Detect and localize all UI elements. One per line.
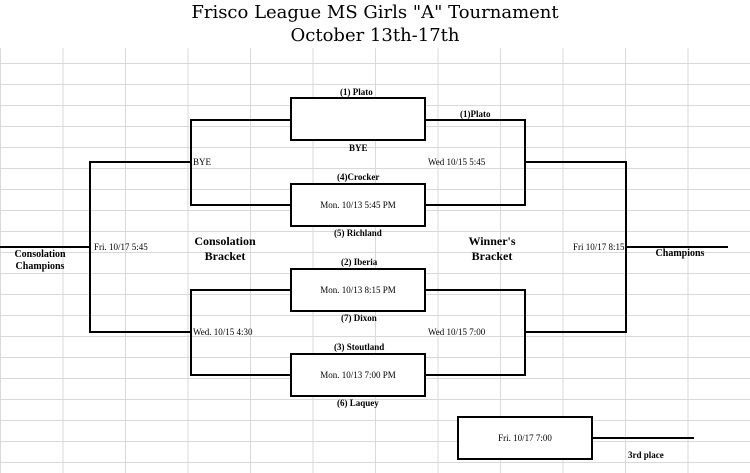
bracket-line <box>593 437 694 439</box>
bracket-line <box>524 331 627 333</box>
game-time-wed-545: Wed 10/15 5:45 <box>428 157 486 167</box>
team-plato: (1) Plato <box>340 87 373 97</box>
game-time-wed-700: Wed 10/15 7:00 <box>428 327 486 337</box>
team-stoutland: (3) Stoutland <box>334 342 385 352</box>
bracket-line <box>89 161 192 163</box>
tournament-dates: October 13th-17th <box>0 25 750 47</box>
bracket-line <box>190 204 290 206</box>
bracket-line <box>0 246 91 248</box>
game-time: Mon. 10/13 7:00 PM <box>320 370 396 380</box>
consolation-champions-label: Consolation Champions <box>14 249 66 272</box>
third-place-label: 3rd place <box>628 450 664 460</box>
team-bye-left: BYE <box>193 157 211 167</box>
game-time-wed-430: Wed. 10/15 4:30 <box>193 327 253 337</box>
team-crocker: (4)Crocker <box>337 172 380 182</box>
game-time: Mon. 10/13 5:45 PM <box>320 200 396 210</box>
team-plato-advance: (1)Plato <box>460 109 491 119</box>
game-box-plato-bye <box>290 97 426 141</box>
tournament-title: Frisco League MS Girls "A" Tournament <box>0 2 750 24</box>
game-time-fri-545: Fri. 10/17 5:45 <box>94 242 148 252</box>
team-richland: (5) Richland <box>334 228 382 238</box>
bracket-line <box>190 119 290 121</box>
team-bye: BYE <box>349 143 368 153</box>
bracket-line <box>426 374 526 376</box>
bracket-line <box>190 374 290 376</box>
consolation-bracket-heading: Consolation Bracket <box>194 234 256 263</box>
champions-label: Champions <box>655 248 705 259</box>
game-box-third-place: Fri. 10/17 7:00 <box>457 416 593 460</box>
bracket-line <box>524 161 627 163</box>
bracket-line <box>625 246 728 248</box>
game-time: Fri. 10/17 7:00 <box>498 433 552 443</box>
bracket-line <box>89 331 192 333</box>
team-iberia: (2) Iberia <box>341 257 378 267</box>
game-time-fri-815: Fri 10/17 8:15 <box>573 242 625 252</box>
bracket-line <box>426 289 526 291</box>
bracket-line <box>426 204 526 206</box>
game-time: Mon. 10/13 8:15 PM <box>320 285 396 295</box>
bracket-line <box>190 289 290 291</box>
game-box-stoutland-laquey: Mon. 10/13 7:00 PM <box>290 353 426 397</box>
bracket-line <box>426 119 526 121</box>
winners-bracket-heading: Winner's Bracket <box>468 234 516 263</box>
team-dixon: (7) Dixon <box>341 313 377 323</box>
game-box-iberia-dixon: Mon. 10/13 8:15 PM <box>290 268 426 312</box>
team-laquey: (6) Laquey <box>337 398 379 408</box>
game-box-crocker-richland: Mon. 10/13 5:45 PM <box>290 183 426 227</box>
